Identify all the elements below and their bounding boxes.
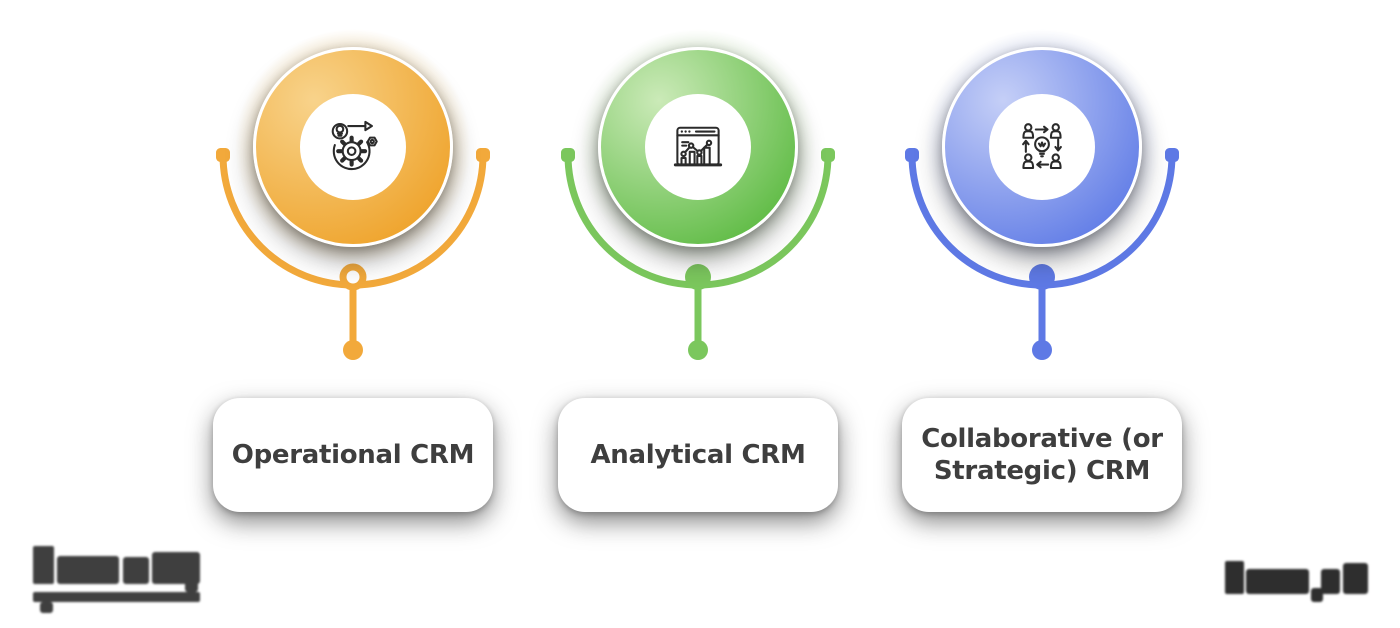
arc-endpoint-right — [476, 148, 490, 162]
connector-arc-collaborative — [905, 148, 1179, 360]
crm-group-collaborative: Collaborative (or Strategic) CRM — [892, 0, 1192, 540]
analytical-crm-label: Analytical CRM — [590, 439, 806, 470]
stem-end-dot — [688, 340, 708, 360]
arc-bottom-node — [1029, 264, 1055, 290]
analytical-icon-badge — [645, 94, 751, 200]
gear-process-icon — [331, 120, 378, 171]
connector-arc-analytical — [561, 148, 835, 360]
connector-arc-operational — [216, 148, 490, 360]
operational-crm-label: Operational CRM — [231, 439, 475, 470]
analytical-crm-label-card: Analytical CRM — [558, 398, 838, 512]
arc-endpoint-right — [821, 148, 835, 162]
team-collaboration-icon — [1022, 123, 1062, 169]
right-brand-wordmark — [1225, 561, 1368, 602]
left-brand-wordmark — [33, 546, 200, 613]
arc-endpoint-right — [1165, 148, 1179, 162]
stem-end-dot — [343, 340, 363, 360]
operational-crm-label-card: Operational CRM — [213, 398, 493, 512]
collaborative-crm-label: Collaborative (or Strategic) CRM — [921, 423, 1163, 487]
stem-end-dot — [1032, 340, 1052, 360]
collaborative-icon-badge — [989, 94, 1095, 200]
crm-group-operational: Operational CRM — [203, 0, 503, 540]
arc-endpoint-left — [561, 148, 575, 162]
collaborative-crm-label-card: Collaborative (or Strategic) CRM — [902, 398, 1182, 512]
operational-icon-badge — [300, 94, 406, 200]
arc-bottom-node — [339, 263, 367, 291]
arc-endpoint-left — [216, 148, 230, 162]
arc-bottom-node — [685, 264, 711, 290]
crm-group-analytical: Analytical CRM — [548, 0, 848, 540]
analytics-chart-icon — [673, 126, 723, 167]
arc-endpoint-left — [905, 148, 919, 162]
